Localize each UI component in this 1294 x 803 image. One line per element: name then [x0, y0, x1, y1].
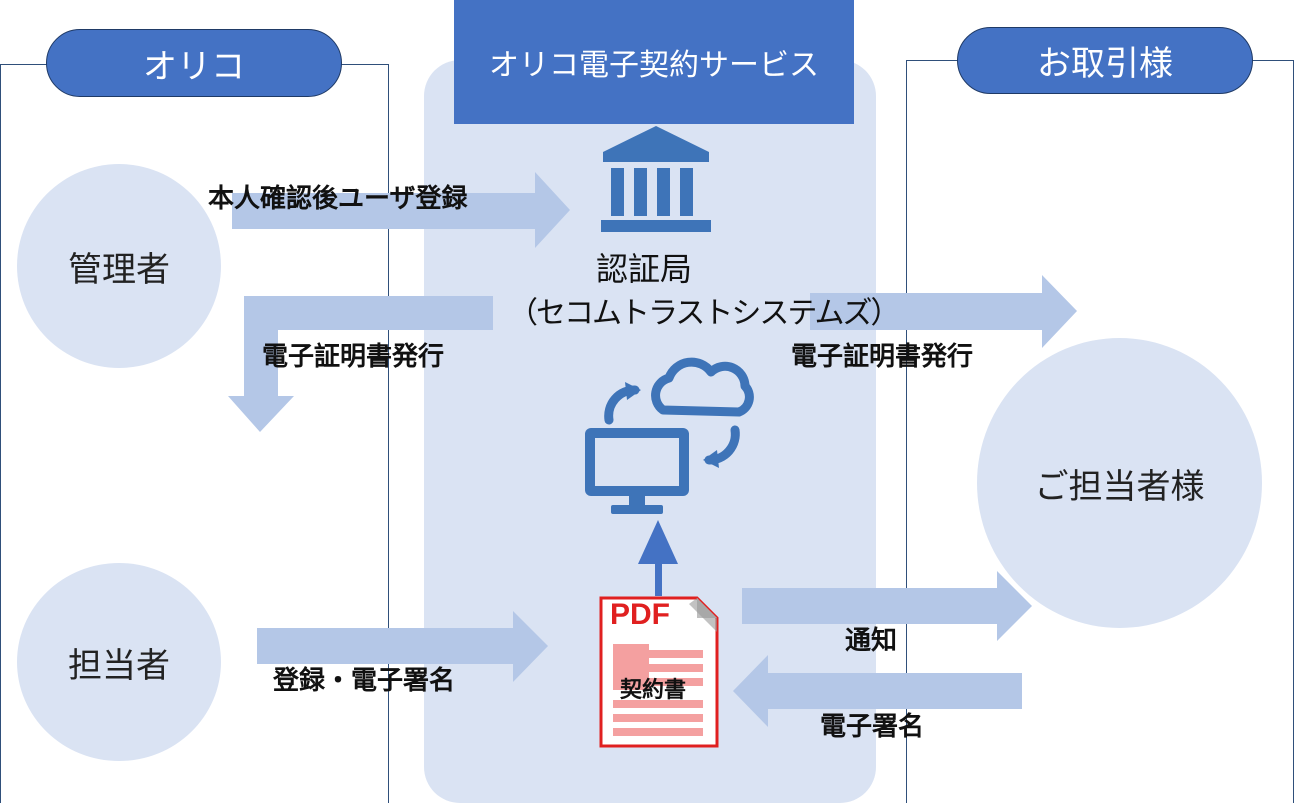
- bank-icon: [601, 126, 711, 232]
- label-register-sign: 登録・電子署名: [273, 666, 456, 696]
- admin-circle: 管理者: [17, 164, 221, 368]
- authority-name: 認証局: [596, 250, 693, 288]
- pdf-label: PDF: [610, 598, 670, 631]
- orico-header: オリコ: [46, 29, 342, 97]
- service-header: オリコ電子契約サービス: [454, 0, 854, 124]
- client-staff-circle: ご担当者様: [977, 338, 1262, 628]
- arrow-cert-issue-right: [810, 275, 1077, 348]
- arrow-upload: [638, 520, 678, 596]
- label-client-sign: 電子署名: [820, 712, 925, 742]
- label-user-registration: 本人確認後ユーザ登録: [208, 184, 468, 214]
- arrow-user-registration: [232, 172, 570, 248]
- document-title: 契約書: [620, 678, 687, 703]
- arrow-cert-issue-left: [228, 296, 493, 432]
- arrow-notify: [742, 571, 1032, 641]
- label-cert-issue-right: 電子証明書発行: [791, 342, 974, 372]
- client-header: お取引様: [957, 27, 1253, 94]
- authority-sub: （セコムトラストシステムズ）: [508, 296, 900, 331]
- label-notify: 通知: [845, 626, 898, 656]
- staff-circle: 担当者: [17, 563, 221, 761]
- pdf-document-icon: [599, 596, 719, 748]
- arrow-client-sign: [733, 655, 1022, 727]
- label-cert-issue-left: 電子証明書発行: [262, 342, 445, 372]
- cloud-sync-computer-icon: [585, 357, 754, 514]
- arrow-register-sign: [257, 611, 548, 682]
